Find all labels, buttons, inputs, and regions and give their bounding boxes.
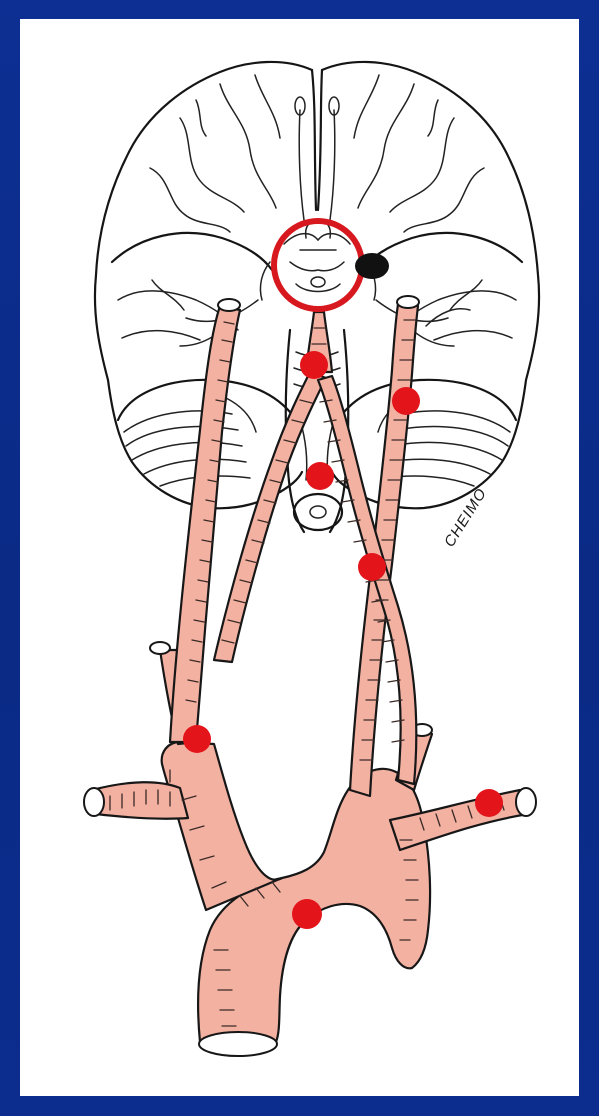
- black-lesion-marker: [355, 253, 389, 279]
- right-carotid-artery: [170, 306, 240, 742]
- left-carotid-lumen: [397, 296, 419, 308]
- right-carotid-origin-marker-dot: [183, 725, 211, 753]
- circle-of-willis-highlight-ring: [274, 221, 362, 309]
- left-subclavian-marker-dot: [475, 789, 503, 817]
- brachiocephalic-trunk: [162, 742, 282, 910]
- right-subclavian-artery: [92, 782, 188, 819]
- right-subclavian-lumen: [84, 788, 104, 816]
- aorta-lumen: [199, 1032, 277, 1056]
- vertebral-confluence-marker-dot: [306, 462, 334, 490]
- right-vertebral-lumen: [150, 642, 170, 654]
- right-vertebral-to-basilar: [214, 372, 326, 662]
- right-carotid-lumen: [218, 299, 240, 311]
- aortic-arch-marker-dot: [292, 899, 322, 929]
- arteries: [84, 296, 536, 1056]
- left-subclavian-lumen: [516, 788, 536, 816]
- basilar-marker-dot: [300, 351, 328, 379]
- left-carotid-siphon-marker-dot: [392, 387, 420, 415]
- brain-outline: [95, 62, 539, 508]
- left-vertebral-marker-dot: [358, 553, 386, 581]
